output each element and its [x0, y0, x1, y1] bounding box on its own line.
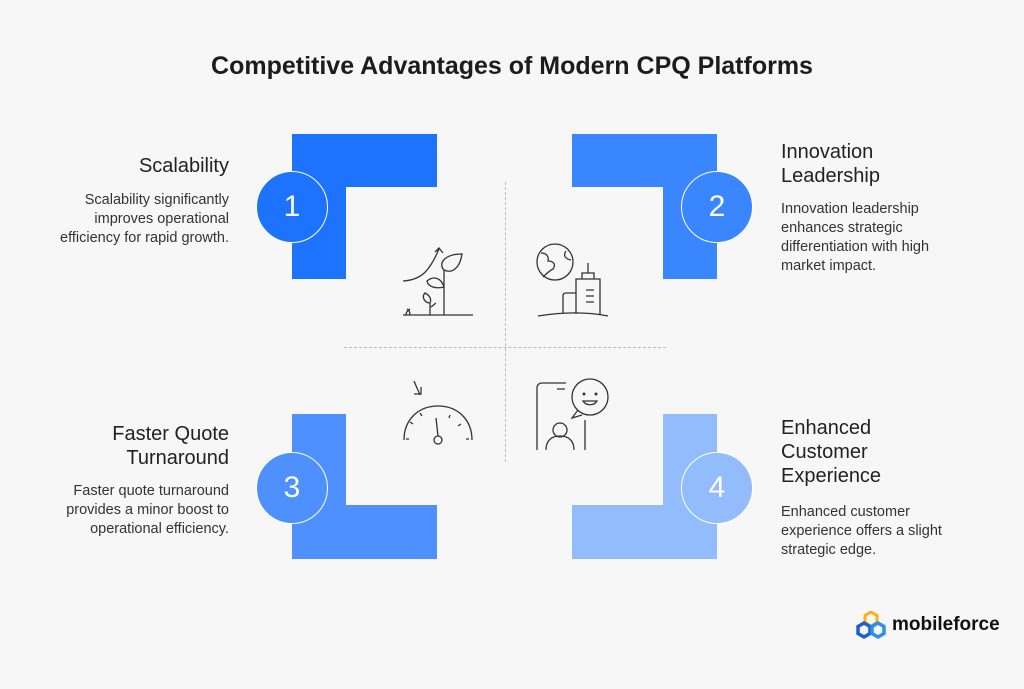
vertical-divider — [505, 182, 506, 462]
number-badge-3: 3 — [256, 452, 328, 524]
number-badge-1: 1 — [256, 171, 328, 243]
page-title: Competitive Advantages of Modern CPQ Pla… — [211, 52, 813, 80]
plant-growth-icon — [402, 247, 473, 316]
number-badge-4: 4 — [681, 452, 753, 524]
speedometer-icon — [403, 380, 473, 445]
phone-smiley-icon — [536, 378, 609, 451]
brand-logo: mobileforce — [855, 611, 1000, 639]
heading-3: Faster Quote Turnaround — [112, 423, 229, 469]
heading-2: Innovation Leadership — [781, 141, 880, 187]
description-1: Scalability significantly improves opera… — [60, 192, 229, 246]
brand-name: mobileforce — [892, 614, 1000, 635]
number-badge-2: 2 — [681, 171, 753, 243]
description-2: Innovation leadership enhances strategic… — [781, 201, 930, 274]
globe-building-icon — [536, 243, 609, 317]
description-3: Faster quote turnaround provides a minor… — [66, 483, 229, 537]
heading-4: Enhanced Customer Experience — [781, 417, 882, 487]
horizontal-divider — [344, 347, 666, 348]
heading-1: Scalability — [138, 155, 229, 177]
mobileforce-logo-icon — [856, 611, 886, 639]
description-4: Enhanced customer experience offers a sl… — [781, 504, 942, 558]
